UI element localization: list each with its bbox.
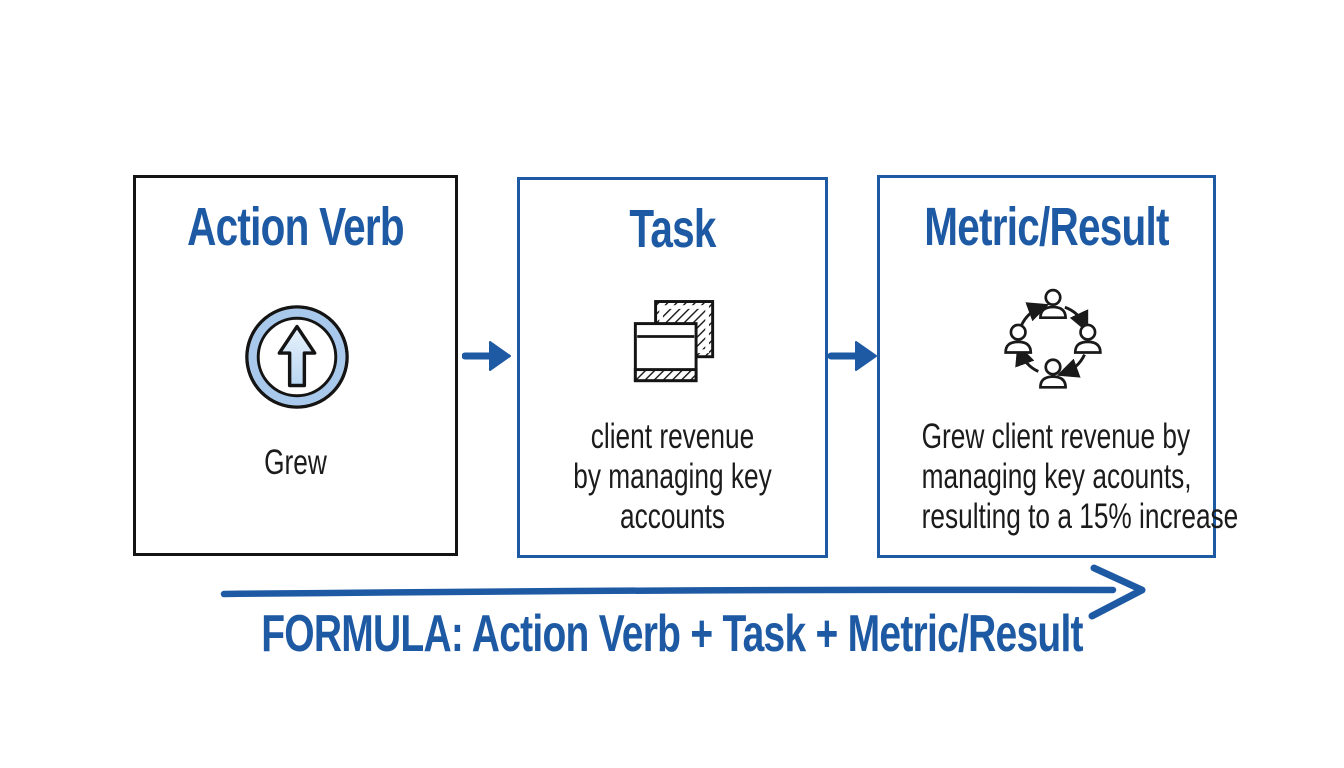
right-arrow-icon [827,334,878,378]
task-title: Task [629,199,716,259]
metric-result-example-text: Grew client revenue by managing key acou… [921,417,1239,537]
metric-result-title: Metric/Result [924,197,1169,257]
formula-label: FORMULA: Action Verb + Task + Metric/Res… [261,605,1083,663]
metric-result-box: Metric/Result [877,175,1239,558]
long-right-arrow-icon [210,562,1155,624]
metric-text-line: managing key acounts, [921,457,1192,496]
action-verb-example-text: Grew [264,443,327,482]
action-verb-title: Action Verb [187,197,405,257]
overlapping-windows-icon [628,296,720,388]
task-example-text: client revenue by managing key accounts [558,417,787,537]
task-box: Task client revenue by managin [517,177,828,558]
metric-text-line: resulting to a 15% increase [921,497,1239,536]
metric-text-line: Grew client revenue by [921,417,1191,456]
people-cycle-icon [995,280,1111,396]
right-arrow-icon [461,334,512,378]
task-text-line: by managing key [573,457,772,496]
task-text-line: accounts [619,497,726,536]
arrow-up-circle-icon [243,303,351,411]
task-text-line: client revenue [590,417,755,456]
action-verb-box: Action Verb Grew [133,175,458,556]
